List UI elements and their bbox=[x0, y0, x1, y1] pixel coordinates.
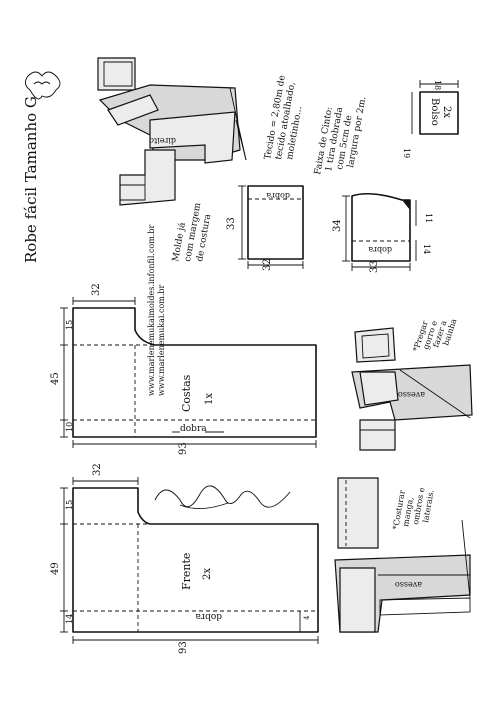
frente-label: Frente bbox=[180, 553, 193, 590]
sleeve-height: 34 bbox=[332, 219, 343, 232]
illus-top-label: direito bbox=[149, 136, 176, 145]
illustration-robe-top: direito bbox=[97, 57, 247, 206]
costas-width-dim: 93 bbox=[178, 442, 189, 455]
bolso-qty: 2x bbox=[441, 106, 452, 118]
costas-top-dim: 32 bbox=[91, 283, 102, 296]
illustration-robe-bot: avesso bbox=[334, 477, 471, 633]
costas-qty: 1x bbox=[204, 393, 215, 405]
website-block: www.marlenemukai.com.br www.marlenemukai… bbox=[147, 225, 166, 397]
frente-side-dim: 4 bbox=[303, 615, 311, 620]
collar-fold-label: dobra bbox=[266, 191, 290, 200]
frente-qty: 2x bbox=[202, 568, 213, 580]
costas-fold-label: dobra bbox=[180, 424, 207, 434]
title-ornament bbox=[25, 71, 61, 100]
sleeve-bottom: 14 bbox=[422, 244, 431, 254]
sleeve-fold-label: dobra bbox=[368, 245, 392, 254]
illus-bot-note: *Costurar manga, ombros e laterais. bbox=[391, 487, 436, 531]
collar-height: 33 bbox=[226, 217, 237, 230]
signature bbox=[154, 485, 291, 509]
illus-mid-note: *Pregar gorro e fazer a bainha bbox=[411, 317, 458, 352]
fabric-note: Tecido = 2,80m de tecido atoalhado, mole… bbox=[263, 75, 304, 161]
bolso-label: Bolso bbox=[429, 98, 440, 126]
sleeve-cuff: 11 bbox=[424, 213, 433, 223]
bolso-piece: 18 19 Bolso 2x bbox=[402, 80, 459, 158]
website-line-1: www.marlenemukai.com.br bbox=[157, 285, 166, 397]
frente-top-dim: 32 bbox=[92, 463, 103, 476]
illustration-robe-mid: avesso bbox=[351, 327, 473, 451]
website-line-2: www.marlenemukaimoldes.infonfil.com.br bbox=[147, 225, 156, 397]
frente-fold-label: dobra bbox=[195, 611, 222, 621]
frente-shoulder-dim: 15 bbox=[65, 500, 74, 510]
costas-hem-dim: 10 bbox=[65, 422, 74, 432]
costas-label: Costas bbox=[180, 374, 193, 412]
title-text: Robe fácil Tamanho G bbox=[22, 96, 40, 263]
sleeve-piece: dobra 34 33 11 14 bbox=[332, 192, 433, 273]
sleeve-width: 33 bbox=[369, 260, 380, 273]
collar-width: 32 bbox=[262, 258, 273, 271]
frente-hem-dim: 14 bbox=[65, 614, 74, 624]
illus-mid-label: avesso bbox=[398, 390, 425, 399]
collar-piece: dobra 33 32 bbox=[226, 185, 304, 271]
illus-bot-label: avesso bbox=[395, 580, 422, 589]
frente-width-dim: 93 bbox=[178, 641, 189, 654]
frente-piece: dobra Frente 2x 32 15 49 14 4 93 bbox=[50, 463, 319, 654]
frente-height-dim: 49 bbox=[50, 562, 61, 575]
costas-piece: dobra Costas 1x 32 15 45 10 93 bbox=[50, 283, 317, 455]
mold-note: Molde já com margem de costura bbox=[170, 202, 213, 263]
costas-shoulder-dim: 15 bbox=[65, 320, 74, 330]
costas-height-dim: 45 bbox=[50, 372, 61, 385]
bolso-height: 19 bbox=[402, 148, 411, 158]
bolso-width: 18 bbox=[433, 80, 442, 90]
belt-note: Faixa de Cinto: 1 tira dobrada com 5cm d… bbox=[313, 96, 368, 176]
